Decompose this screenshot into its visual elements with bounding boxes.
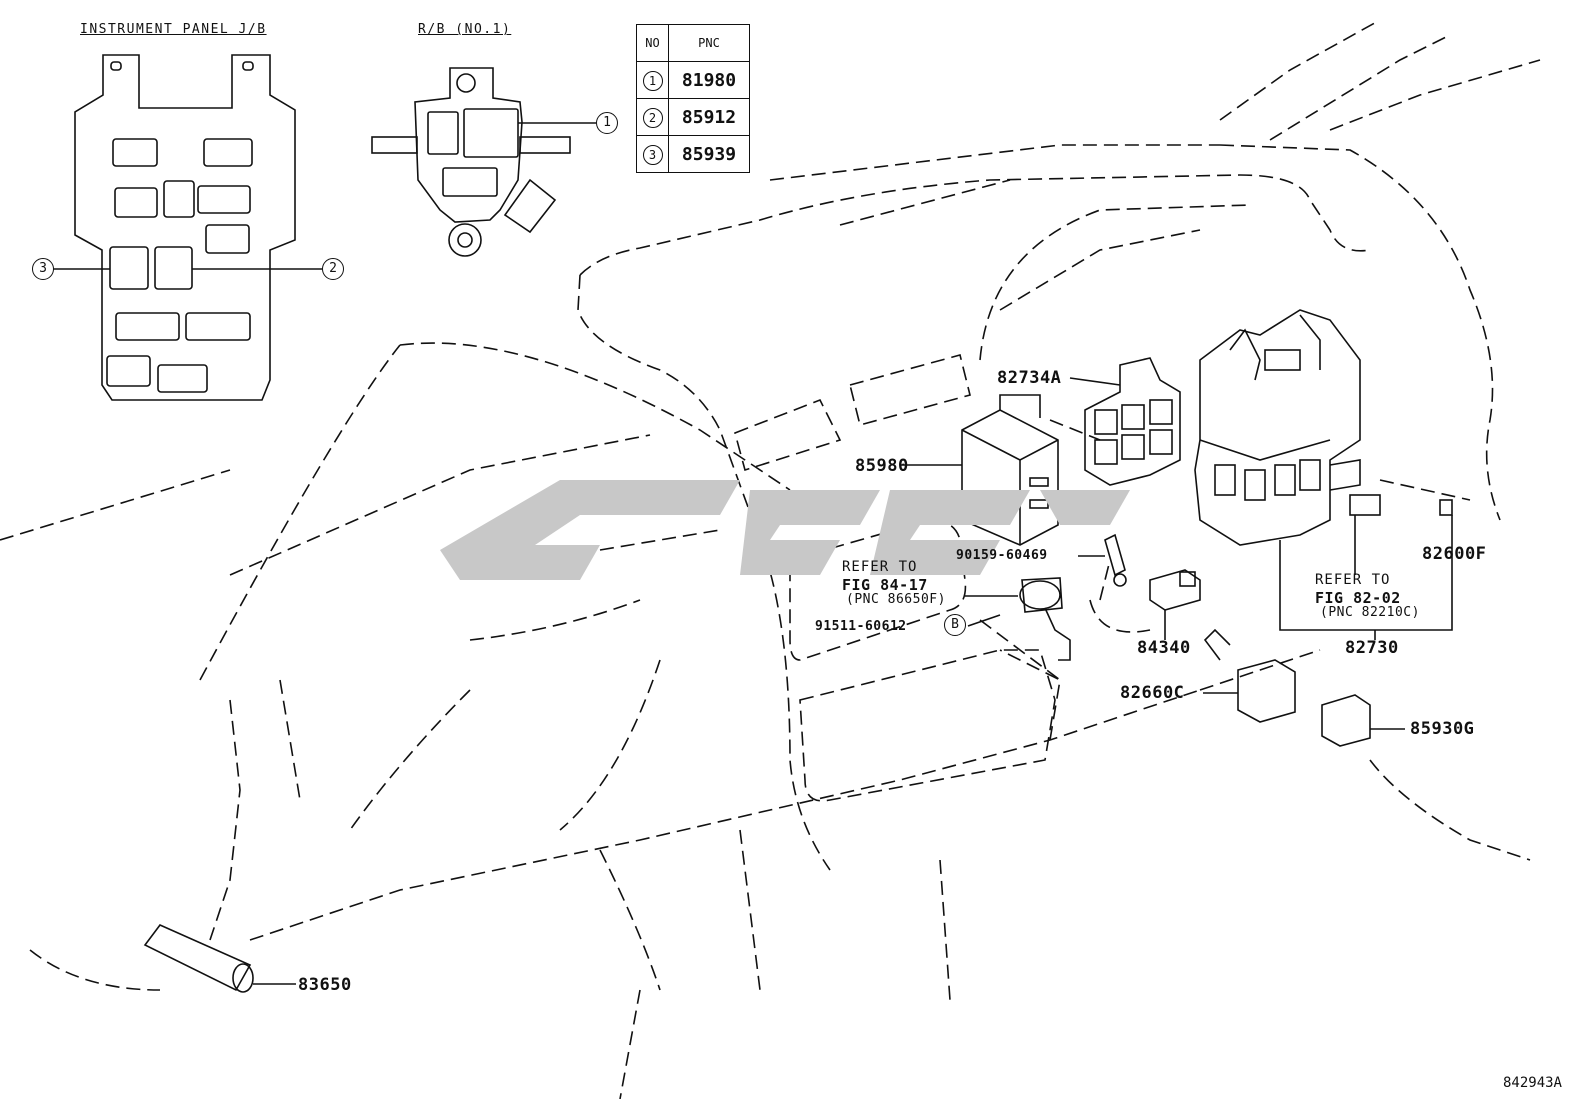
relay-block-caption: R/B (NO.1) — [418, 22, 512, 37]
callout-circle-b: B — [944, 614, 966, 636]
switch-84340-drawing — [1149, 569, 1201, 640]
part-label-84340: 84340 — [1137, 638, 1191, 658]
relay-85930g-drawing — [1321, 694, 1405, 747]
refer-label-2-line2: FIG 82-02 — [1315, 589, 1401, 607]
row-number: 3 — [642, 144, 663, 165]
header-pnc: PNC — [668, 24, 750, 62]
callout-circle-2: 2 — [322, 258, 344, 280]
part-label-82660c: 82660C — [1120, 683, 1185, 703]
junction-block-82730-drawing — [1194, 309, 1453, 640]
row-number: 1 — [642, 70, 663, 91]
part-label-85930g: 85930G — [1410, 719, 1475, 739]
part-label-82730: 82730 — [1345, 638, 1399, 658]
pnc-table: NO PNC 1 81980 2 85912 3 85939 — [636, 24, 750, 173]
instrument-panel-jb-outline — [52, 54, 322, 401]
part-label-82734a: 82734A — [997, 368, 1062, 388]
refer-label-2-line1: REFER TO — [1315, 572, 1391, 588]
watermark-logo — [440, 480, 1130, 580]
part-label-85980: 85980 — [855, 456, 909, 476]
part-label-83650: 83650 — [298, 975, 352, 995]
refer-label-1-line3: (PNC 86650F) — [846, 592, 946, 607]
row-number: 2 — [642, 107, 663, 128]
callout-circle-1: 1 — [596, 112, 618, 134]
connector-82734a-drawing — [1069, 357, 1181, 486]
row-pnc: 85939 — [668, 135, 750, 173]
relay-b-drawing — [965, 577, 1071, 661]
header-no: NO — [636, 24, 669, 62]
table-row: 3 85939 — [636, 135, 750, 173]
row-pnc: 85912 — [668, 98, 750, 136]
relay-block-outline — [371, 67, 596, 257]
refer-label-1-line2: FIG 84-17 — [842, 576, 928, 594]
relay-82660c-drawing — [1203, 628, 1296, 723]
bolt-90159-drawing — [1078, 533, 1127, 587]
part-label-90159-60469: 90159-60469 — [956, 548, 1048, 563]
pnc-table-header: NO PNC — [636, 24, 750, 62]
refer-label-2-line3: (PNC 82210C) — [1320, 605, 1420, 620]
instrument-panel-caption: INSTRUMENT PANEL J/B — [80, 22, 267, 37]
table-row: 2 85912 — [636, 98, 750, 136]
refer-label-1-line1: REFER TO — [842, 559, 918, 575]
part-label-91511-60612: 91511-60612 — [815, 619, 907, 634]
sender-83650-drawing — [143, 924, 296, 993]
part-label-82600f: 82600F — [1422, 544, 1487, 564]
row-pnc: 81980 — [668, 61, 750, 99]
callout-circle-3: 3 — [32, 258, 54, 280]
table-row: 1 81980 — [636, 61, 750, 99]
figure-number: 842943A — [1502, 1075, 1562, 1091]
